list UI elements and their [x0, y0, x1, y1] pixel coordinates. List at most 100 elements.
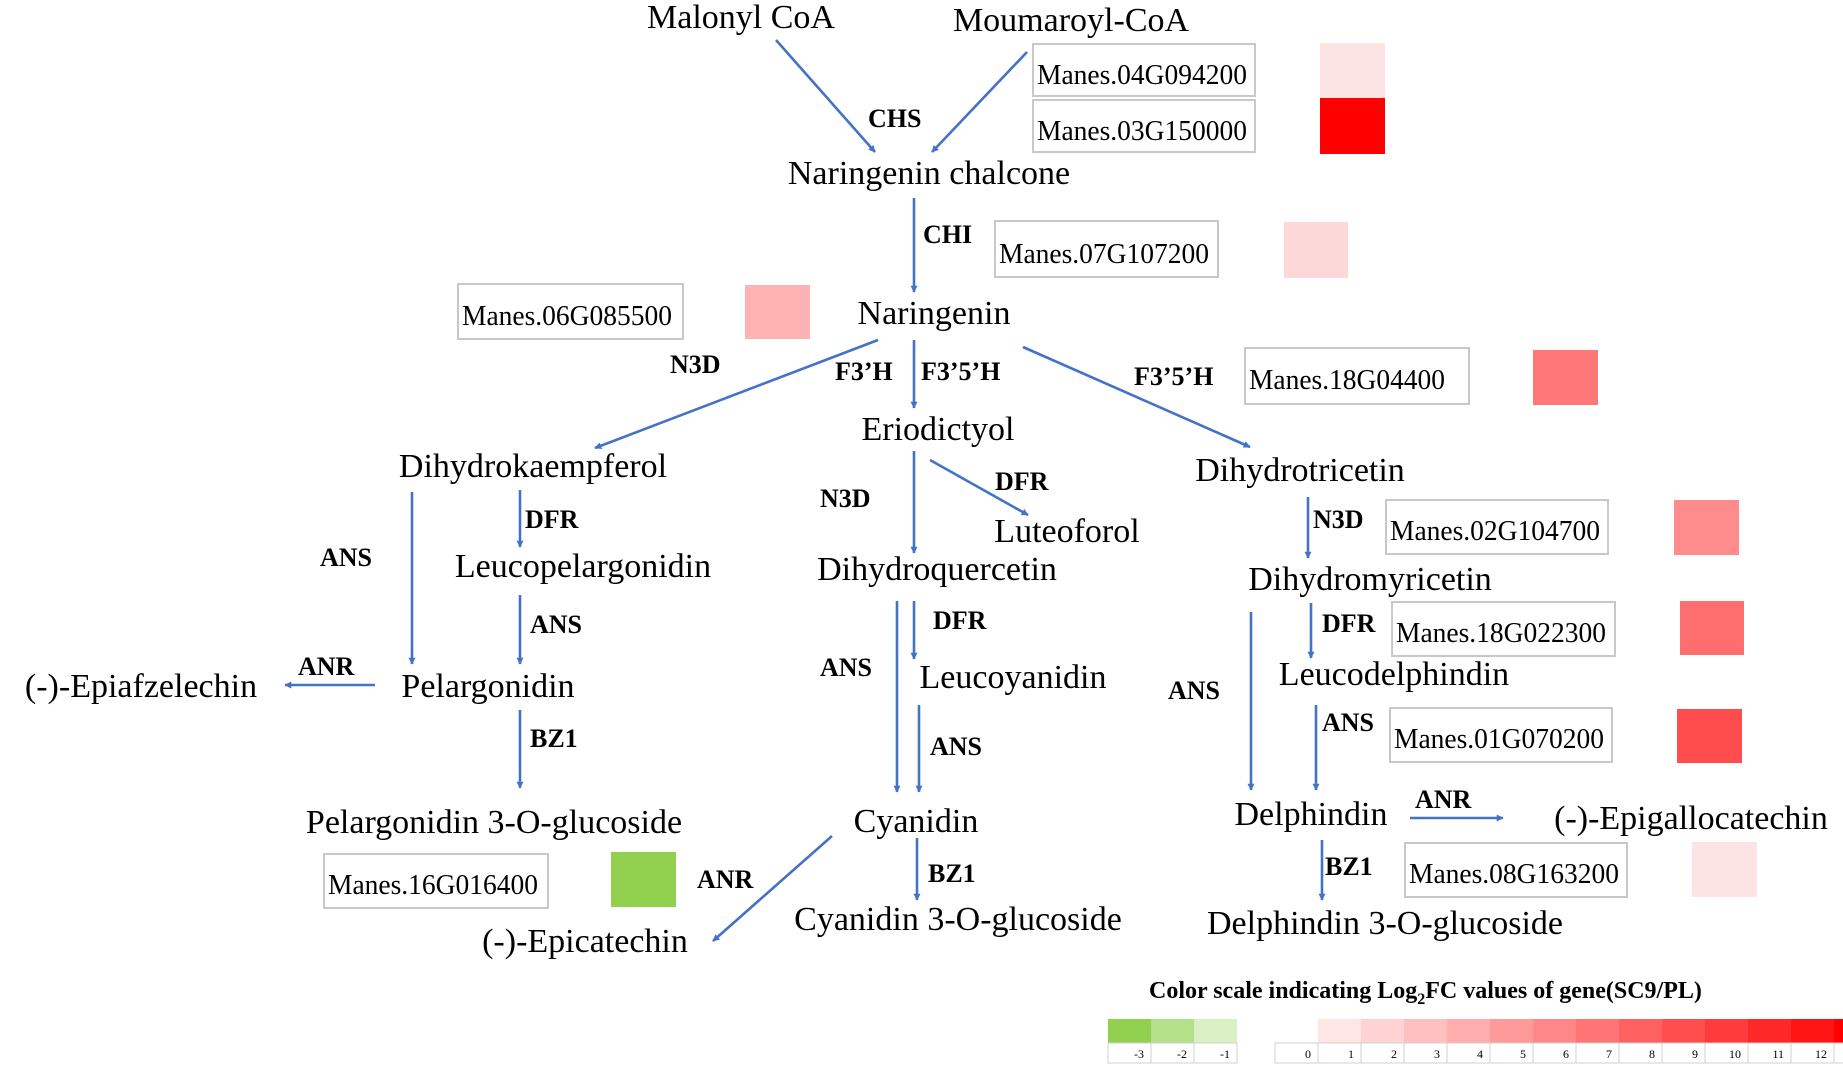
- enzyme-anr-pelargonidin: ANR: [298, 652, 355, 681]
- arrow-eriodictyol-to-luteoforol: [929, 458, 1029, 517]
- color-scale-tick-label: 5: [1520, 1047, 1526, 1061]
- color-scale-tick-label: 6: [1563, 1047, 1569, 1061]
- enzyme-dfr-eriodictyol: DFR: [995, 467, 1049, 496]
- color-scale-cell: [1194, 1019, 1237, 1043]
- color-scale-cell: [1490, 1019, 1533, 1043]
- gene-id: Manes.03G150000: [1037, 115, 1247, 147]
- gene-box: [1404, 842, 1628, 898]
- arrow-naringenin-to-dihydrokaempferol: [594, 338, 879, 450]
- gene-expression-swatch: [1680, 601, 1744, 655]
- gene-expression-swatch: [1692, 842, 1757, 897]
- color-scale-label-box: [1274, 1042, 1319, 1064]
- color-scale-cell: [1576, 1019, 1619, 1043]
- enzyme-labels: CHS CHI N3D F3’H F3’5’H F3’5’H DFR ANS A…: [298, 104, 1472, 894]
- compound-luteoforol: Luteoforol: [994, 513, 1139, 550]
- gene-entry: Manes.06G085500: [457, 283, 810, 340]
- arrow-moumaroyl-to-chalcone: [931, 51, 1028, 153]
- enzyme-ans-leucodelphindin: ANS: [1322, 708, 1374, 737]
- compound-eriodictyol: Eriodictyol: [862, 411, 1015, 448]
- color-scale-cell: [1705, 1019, 1748, 1043]
- enzyme-chs: CHS: [868, 104, 921, 133]
- color-scale-tick-label: 7: [1606, 1047, 1612, 1061]
- gene-box: [323, 853, 549, 909]
- color-scale-label-box: [1317, 1042, 1362, 1064]
- color-scale-cell: [1404, 1019, 1447, 1043]
- compound-pelargonidin-glucoside: Pelargonidin 3-O-glucoside: [306, 804, 682, 841]
- color-scale-tick-label: 9: [1692, 1047, 1698, 1061]
- color-scale-cell: [1151, 1019, 1194, 1043]
- color-scale-legend: Color scale indicating Log2FC values of …: [1107, 978, 1843, 1064]
- enzyme-dfr-dihydroquercetin: DFR: [933, 606, 987, 635]
- compound-dihydrotricetin: Dihydrotricetin: [1195, 452, 1405, 489]
- enzyme-ans-dihydroquercetin: ANS: [820, 653, 872, 682]
- gene-box: [457, 283, 684, 340]
- color-scale-label-box: [1446, 1042, 1491, 1064]
- gene-expression-swatch: [611, 852, 676, 907]
- color-scale-label-box: [1403, 1042, 1448, 1064]
- compound-epiafzelechin: (-)-Epiafzelechin: [25, 668, 257, 705]
- enzyme-f3h: F3’H: [835, 357, 893, 386]
- gene-id: Manes.18G04400: [1249, 364, 1445, 396]
- enzyme-n3d-left: N3D: [670, 350, 721, 379]
- color-scale-cell: [1834, 1019, 1843, 1043]
- color-scale-tick-label: -2: [1177, 1047, 1187, 1061]
- enzyme-bz1-cyanidin: BZ1: [928, 859, 976, 888]
- color-scale-label-box: [1618, 1042, 1663, 1064]
- color-scale-cell: [1361, 1019, 1404, 1043]
- enzyme-dfr-dhk: DFR: [525, 505, 579, 534]
- enzyme-anr-cyanidin: ANR: [697, 865, 754, 894]
- color-scale-cell: [1619, 1019, 1662, 1043]
- color-scale-tick-label: 2: [1391, 1047, 1397, 1061]
- color-scale-tick-label: 3: [1434, 1047, 1440, 1061]
- enzyme-anr-delphindin: ANR: [1415, 785, 1472, 814]
- gene-entry: Manes.18G04400: [1244, 347, 1598, 405]
- enzyme-ans-dihydromyricetin: ANS: [1168, 676, 1220, 705]
- gene-box: [1244, 347, 1470, 405]
- enzyme-chi: CHI: [923, 220, 972, 249]
- gene-entry: Manes.08G163200: [1404, 842, 1757, 898]
- compound-leucopelargonidin: Leucopelargonidin: [455, 548, 711, 585]
- color-scale-cell: [1662, 1019, 1705, 1043]
- compound-moumaroyl-coa: Moumaroyl-CoA: [953, 2, 1190, 39]
- gene-id: Manes.02G104700: [1390, 515, 1600, 547]
- compound-naringenin: Naringenin: [858, 295, 1011, 332]
- arrow-malonyl-to-chalcone: [775, 39, 876, 153]
- color-scale-tick-label: 10: [1729, 1047, 1741, 1061]
- gene-annotations: Manes.04G094200 Manes.03G150000 Manes.07…: [323, 43, 1757, 909]
- enzyme-bz1-delphindin: BZ1: [1325, 852, 1373, 881]
- gene-id: Manes.04G094200: [1037, 59, 1247, 91]
- compound-delphindin: Delphindin: [1235, 796, 1388, 833]
- gene-expression-swatch: [1677, 709, 1742, 763]
- gene-expression-swatch: [1320, 98, 1385, 154]
- gene-expression-swatch: [1674, 500, 1739, 555]
- color-scale-cell: [1318, 1019, 1361, 1043]
- gene-entry: Manes.01G070200: [1389, 707, 1742, 763]
- gene-id: Manes.01G070200: [1394, 723, 1604, 755]
- gene-box: [1032, 99, 1256, 153]
- color-scale-label-box: [1193, 1042, 1238, 1064]
- color-scale-tick-label: -3: [1134, 1047, 1144, 1061]
- compound-cyanidin-glucoside: Cyanidin 3-O-glucoside: [794, 901, 1122, 938]
- gene-id: Manes.18G022300: [1396, 617, 1606, 649]
- color-scale-tick-label: 12: [1815, 1047, 1827, 1061]
- enzyme-n3d-right: N3D: [1313, 505, 1364, 534]
- compound-malonyl-coa: Malonyl CoA: [647, 0, 835, 36]
- gene-box: [1391, 601, 1616, 657]
- compound-labels: Malonyl CoA Moumaroyl-CoA Naringenin cha…: [25, 0, 1828, 960]
- arrow-cyanidin-to-epicatechin: [712, 835, 833, 942]
- gene-entry: Manes.07G107200: [994, 220, 1348, 278]
- gene-id: Manes.08G163200: [1409, 858, 1619, 890]
- color-scale-title: Color scale indicating Log2FC values of …: [1149, 978, 1702, 1008]
- color-scale-label-box: [1833, 1042, 1843, 1064]
- color-scale-cell: [1748, 1019, 1791, 1043]
- gene-entry: Manes.16G016400: [323, 852, 676, 909]
- color-scale-label-box: [1360, 1042, 1405, 1064]
- color-scale-label-box: [1790, 1042, 1835, 1064]
- color-scale-cell: [1447, 1019, 1490, 1043]
- compound-dihydromyricetin: Dihydromyricetin: [1248, 561, 1492, 598]
- color-scale-steps: -3-2-1012345678910111213: [1107, 1019, 1843, 1064]
- gene-expression-swatch: [1284, 222, 1348, 278]
- compound-pelargonidin: Pelargonidin: [401, 668, 574, 705]
- enzyme-ans-leucopelargonidin: ANS: [530, 610, 582, 639]
- gene-entry: Manes.03G150000: [1032, 98, 1385, 154]
